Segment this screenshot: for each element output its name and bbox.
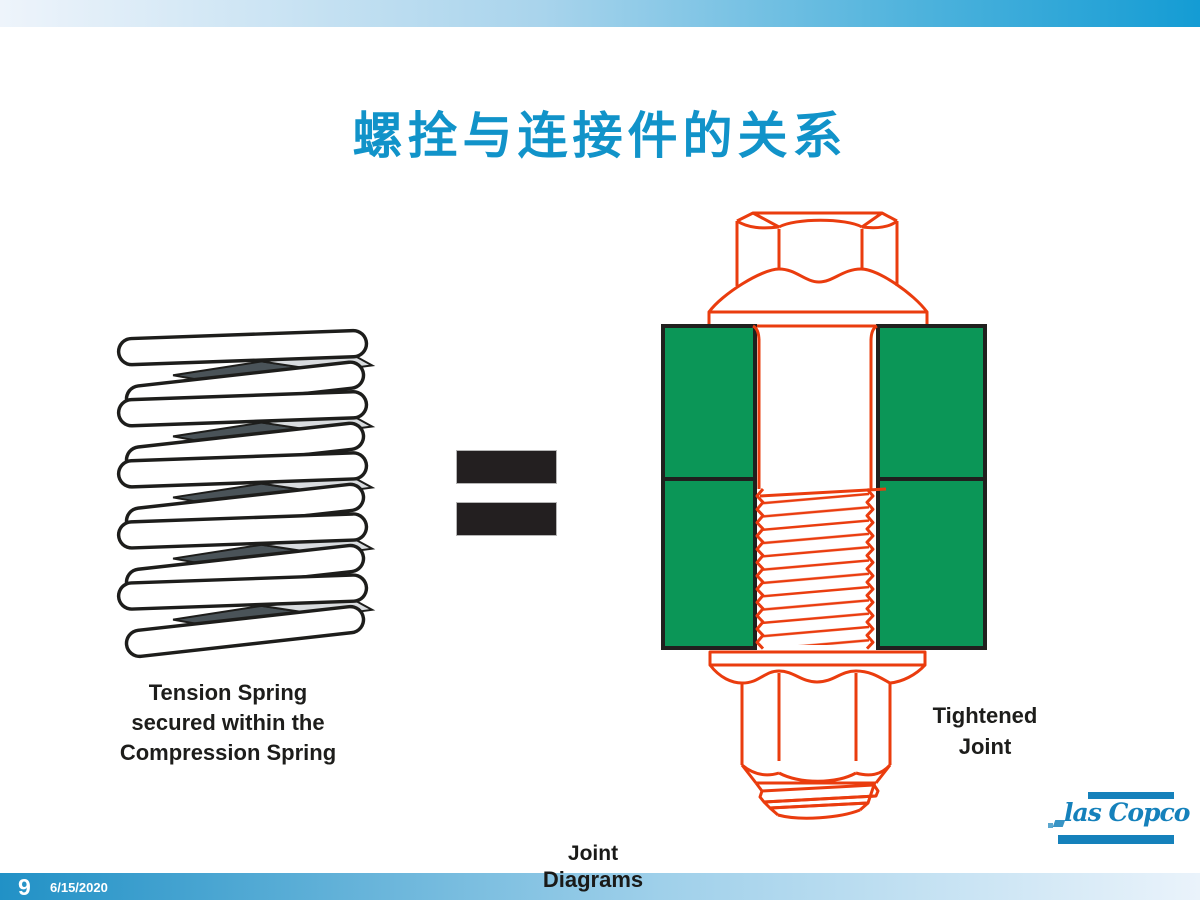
top-accent-bar (0, 0, 1200, 27)
logo-text: las Copco (1064, 798, 1190, 827)
joint-caption: Tightened Joint (905, 700, 1065, 762)
footer-title-line-1: Joint (567, 842, 619, 865)
slide-title: 螺拴与连接件的关系 (352, 108, 848, 164)
logo-top-bar (1088, 792, 1174, 799)
bottom-accent-bar (0, 873, 1200, 900)
slide-date: 6/15/2020 (50, 880, 108, 895)
spring-caption: Tension Spring secured within the Compre… (95, 678, 361, 768)
bolted-joint-figure (661, 211, 987, 820)
footer-title-line-2: Diagrams (542, 867, 644, 892)
logo-bottom-bar (1058, 835, 1174, 844)
logo-fragment (1048, 823, 1053, 828)
footer-title: Joint Diagrams (488, 842, 698, 894)
spring-caption-line-2: secured within the (131, 710, 325, 735)
equals-bar-bottom (456, 502, 557, 536)
spring-caption-line-1: Tension Spring (148, 680, 308, 705)
equals-sign (456, 450, 557, 536)
atlas-copco-logo: las Copco (1048, 786, 1190, 850)
joint-caption-line-2: Joint (958, 734, 1012, 759)
equals-bar-top (456, 450, 557, 484)
spring-figure (116, 328, 376, 659)
page-number: 9 (18, 874, 31, 900)
spring-caption-line-3: Compression Spring (119, 740, 337, 765)
joint-caption-line-1: Tightened (932, 703, 1038, 728)
